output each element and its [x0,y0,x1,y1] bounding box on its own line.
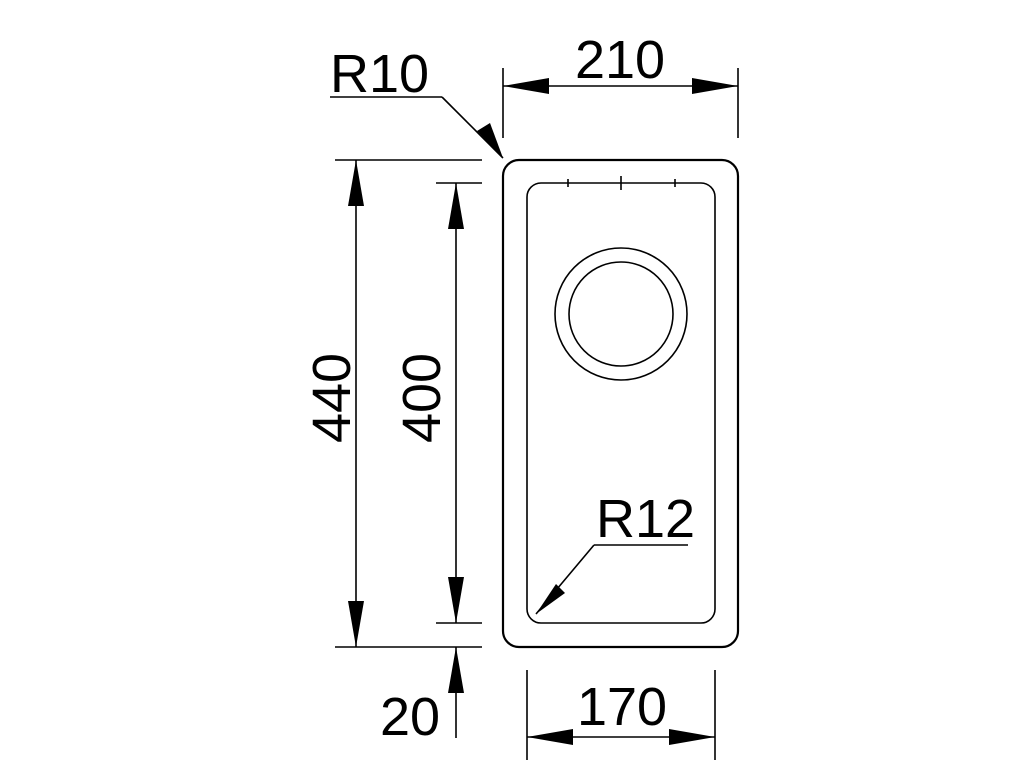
sink-inner-bowl [526,182,716,624]
inner-width-label: 170 [577,677,667,737]
outer-width-label: 210 [575,30,665,90]
sink-outer-outline [501,158,740,649]
inner-length-label: 400 [392,353,452,443]
dimension-inner-length: 400 [392,182,482,624]
dimension-rim-offset: 20 [380,647,464,747]
dimension-outer-radius: R10 [330,44,504,159]
dimension-inner-radius: R12 [535,489,695,615]
dimension-outer-length: 440 [302,159,482,648]
outer-length-label: 440 [302,353,362,443]
dimension-inner-width: 170 [526,670,716,760]
rim-offset-label: 20 [380,687,440,747]
inner-radius-label: R12 [596,489,695,549]
drain-icon [554,247,688,381]
bowl-top-ticks [567,176,676,190]
dimension-outer-width: 210 [502,30,739,138]
outer-radius-label: R10 [330,44,429,104]
